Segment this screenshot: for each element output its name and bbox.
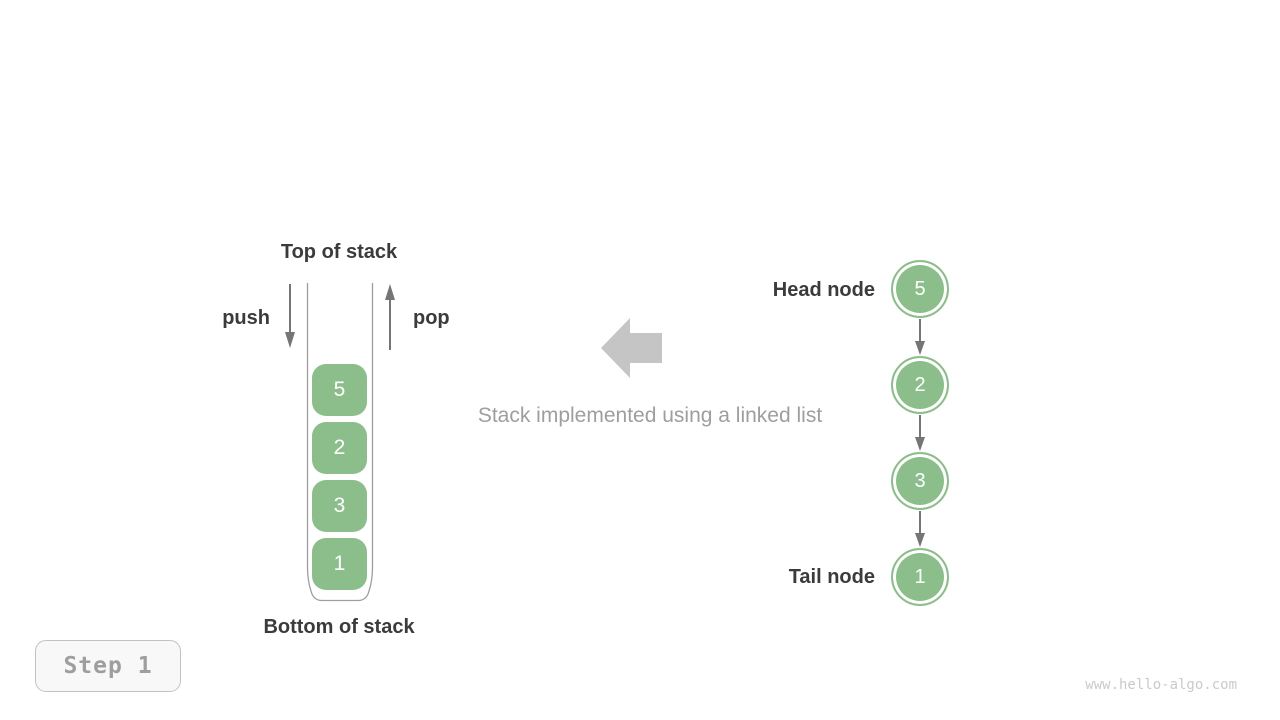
list-node: 1 — [891, 548, 949, 606]
push-arrow-icon — [285, 284, 295, 348]
link-arrow-icon — [915, 511, 925, 547]
pop-label: pop — [413, 307, 450, 329]
link-arrow-icon — [915, 319, 925, 355]
stack-element: 1 — [312, 538, 367, 590]
list-node: 5 — [891, 260, 949, 318]
stack-element: 2 — [312, 422, 367, 474]
pop-arrow-icon — [385, 284, 395, 350]
link-arrow-icon — [915, 415, 925, 451]
caption: Stack implemented using a linked list — [477, 404, 823, 427]
tail-node-label: Tail node — [788, 566, 875, 588]
stack-container — [306, 283, 374, 602]
watermark: www.hello-algo.com — [1085, 677, 1237, 693]
stack-element: 5 — [312, 364, 367, 416]
push-label: push — [222, 307, 270, 329]
head-node-label: Head node — [772, 279, 875, 301]
block-arrow-left-icon — [601, 318, 662, 378]
step-badge: Step 1 — [35, 640, 181, 692]
stack-element: 3 — [312, 480, 367, 532]
list-node: 2 — [891, 356, 949, 414]
stack-top-label: Top of stack — [280, 241, 398, 263]
list-node: 3 — [891, 452, 949, 510]
stack-bottom-label: Bottom of stack — [263, 616, 415, 638]
